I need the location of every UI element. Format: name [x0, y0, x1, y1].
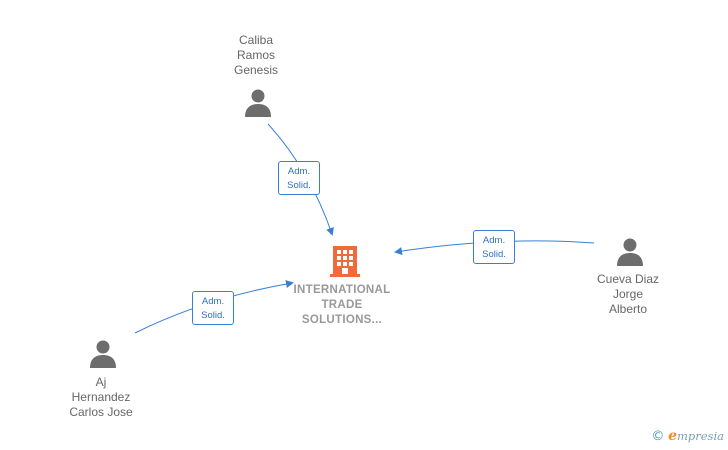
building-icon[interactable] [328, 243, 362, 277]
person-label-caliba[interactable]: Caliba Ramos Genesis [219, 33, 293, 78]
person-icon[interactable] [88, 339, 118, 369]
relation-label-line: Adm. [201, 296, 225, 307]
relation-label-line: Solid. [287, 180, 311, 191]
person-name-line: Jorge [612, 287, 644, 301]
relation-badge-caliba[interactable]: Adm. Solid. [278, 161, 320, 195]
person-name-line: Caliba [238, 33, 274, 47]
relation-badge-aj[interactable]: Adm. Solid. [192, 291, 234, 325]
company-name-line: SOLUTIONS... [301, 314, 383, 326]
relation-label-line: Solid. [482, 249, 506, 260]
company-label[interactable]: INTERNATIONAL TRADE SOLUTIONS... [280, 283, 404, 328]
person-icon[interactable] [243, 88, 273, 118]
person-name-line: Cueva Diaz [596, 272, 660, 286]
copyright-icon: © [651, 429, 665, 444]
brand-name: mpresia [676, 429, 724, 443]
company-name-line: INTERNATIONAL [293, 284, 391, 296]
person-name-line: Carlos Jose [69, 405, 133, 419]
company-name-line: TRADE [321, 299, 363, 311]
relation-badge-cueva[interactable]: Adm. Solid. [473, 230, 515, 264]
person-label-cueva[interactable]: Cueva Diaz Jorge Alberto [586, 272, 670, 317]
relation-label-line: Adm. [482, 235, 506, 246]
person-name-line: Genesis [233, 63, 279, 77]
person-label-aj[interactable]: Aj Hernandez Carlos Jose [58, 375, 144, 420]
person-name-line: Alberto [608, 302, 648, 316]
relation-label-line: Solid. [201, 310, 225, 321]
person-name-line: Hernandez [71, 390, 131, 404]
relation-label-line: Adm. [287, 166, 311, 177]
brand-initial: e [668, 428, 677, 444]
person-name-line: Ramos [236, 48, 275, 62]
person-icon[interactable] [615, 237, 645, 267]
empresia-logo: © empresia [651, 428, 724, 444]
person-name-line: Aj [95, 375, 107, 389]
